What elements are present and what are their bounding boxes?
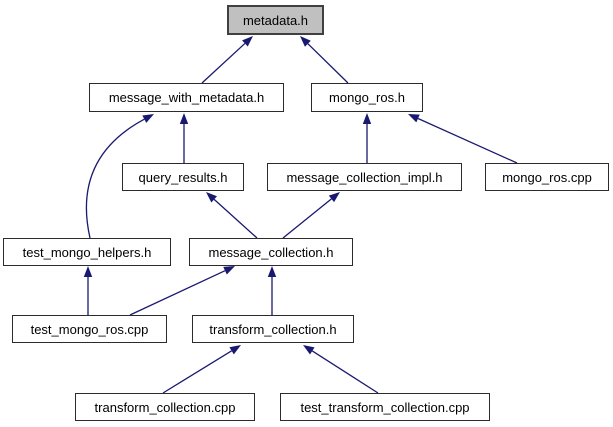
edge-mongo_ros_h-to-metadata_h [300, 36, 349, 84]
graph-node-metadata-h[interactable]: metadata.h [227, 5, 324, 35]
arrowhead [206, 192, 217, 203]
arrowhead [242, 36, 253, 47]
edge-message_with_metadata_h-to-metadata_h [201, 36, 253, 84]
arrowhead [300, 36, 311, 47]
arrowhead [303, 345, 315, 355]
edge-test_mongo_ros_cpp-to-message_collection_h [129, 266, 235, 316]
graph-node-query-results-h[interactable]: query_results.h [122, 163, 244, 191]
arrowhead [83, 266, 93, 277]
graph-node-message-collection-h[interactable]: message_collection.h [189, 238, 353, 266]
edge-test_mongo_ros_cpp-to-test_mongo_helpers_h [83, 266, 93, 315]
graph-node-message-collection-impl-h[interactable]: message_collection_impl.h [267, 163, 462, 191]
edge-test_transform_collection_cpp-to-transform_collection_h [303, 345, 379, 394]
edge-transform_collection_h-to-message_collection_h [267, 266, 277, 315]
graph-node-transform-collection-cpp[interactable]: transform_collection.cpp [75, 393, 255, 421]
edge-message_collection_impl_h-to-mongo_ros_h [362, 113, 372, 163]
edge-message_collection_h-to-message_collection_impl_h [282, 192, 340, 239]
arrowhead [179, 113, 189, 124]
graph-node-test-mongo-ros-cpp[interactable]: test_mongo_ros.cpp [12, 315, 167, 343]
arrowhead [408, 114, 420, 123]
edge-transform_collection_cpp-to-transform_collection_h [162, 345, 241, 394]
graph-node-mongo-ros-cpp[interactable]: mongo_ros.cpp [485, 163, 609, 191]
graph-node-test-transform-collection-cpp[interactable]: test_transform_collection.cpp [280, 393, 490, 421]
arrowhead [328, 192, 340, 203]
graph-node-test-mongo-helpers-h[interactable]: test_mongo_helpers.h [3, 238, 171, 266]
edge-test_mongo_helpers_h-to-message_with_metadata_h [85, 114, 154, 239]
edge-query_results_h-to-message_with_metadata_h [179, 113, 189, 163]
graph-node-mongo-ros-h[interactable]: mongo_ros.h [311, 83, 423, 112]
arrowhead [267, 266, 277, 277]
edge-message_collection_h-to-query_results_h [206, 192, 258, 239]
arrowhead [362, 113, 372, 124]
edge-mongo_ros_cpp-to-mongo_ros_h [408, 114, 518, 164]
arrowhead [223, 266, 235, 275]
graph-node-message-with-metadata-h[interactable]: message_with_metadata.h [89, 83, 284, 112]
arrowhead [229, 345, 241, 355]
arrowhead [142, 114, 154, 123]
graph-node-transform-collection-h[interactable]: transform_collection.h [192, 315, 354, 343]
